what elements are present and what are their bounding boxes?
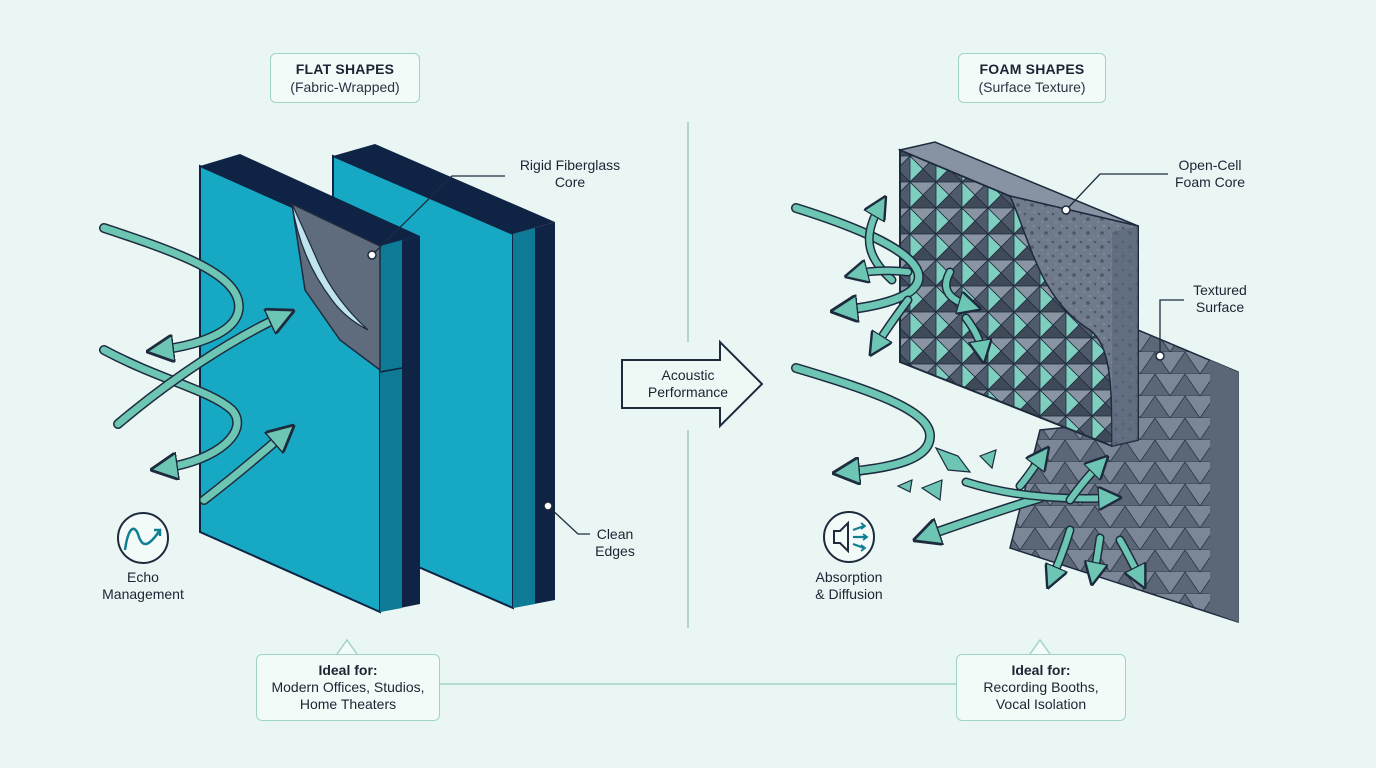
acoustic-performance-line1: Acoustic: [661, 367, 715, 383]
flat-shapes-title-line1: FLAT SHAPES: [295, 61, 395, 77]
foam-core-label: Open-Cell Foam Core: [1160, 157, 1260, 191]
fiberglass-core-line2: Core: [554, 174, 586, 190]
foam-core-line1: Open-Cell: [1178, 157, 1242, 173]
ideal-for-foam-line1: Recording Booths,: [983, 679, 1099, 695]
foam-shapes-title-line2: (Surface Texture): [978, 79, 1086, 95]
echo-icon: [117, 512, 169, 564]
fiberglass-core-line1: Rigid Fiberglass: [519, 157, 621, 173]
textured-surface-line2: Surface: [1195, 299, 1245, 315]
textured-surface-label: Textured Surface: [1180, 282, 1260, 316]
flat-shapes-title: FLAT SHAPES (Fabric-Wrapped): [270, 53, 420, 103]
flat-shapes-title-line2: (Fabric-Wrapped): [290, 79, 400, 95]
acoustic-performance-arrow: [621, 339, 764, 429]
ideal-for-flat-line1: Modern Offices, Studios,: [271, 679, 425, 695]
echo-management-line1: Echo: [127, 569, 159, 585]
echo-management-label: Echo Management: [88, 569, 198, 603]
ideal-for-foam-line2: Vocal Isolation: [995, 696, 1087, 712]
clean-edges-line1: Clean: [596, 526, 634, 542]
callout-leaders-left: [367, 175, 590, 535]
acoustic-performance-label: Acoustic Performance: [628, 367, 748, 401]
absorption-diffusion-label: Absorption & Diffusion: [799, 569, 899, 603]
ideal-for-foam-box: Ideal for: Recording Booths, Vocal Isola…: [956, 654, 1126, 721]
ideal-for-flat-heading: Ideal for:: [318, 662, 378, 678]
fiberglass-core-peel: [291, 202, 381, 372]
clean-edges-line2: Edges: [595, 543, 635, 559]
acoustic-performance-line2: Performance: [647, 384, 729, 400]
ideal-for-foam-heading: Ideal for:: [1011, 662, 1071, 678]
absorption-diffusion-line1: Absorption: [815, 569, 883, 585]
foam-shapes-title: FOAM SHAPES (Surface Texture): [958, 53, 1106, 103]
pyramid-foam-panel: [897, 141, 1139, 448]
textured-surface-line1: Textured: [1193, 282, 1247, 298]
echo-management-line2: Management: [102, 586, 184, 602]
foam-shapes-title-line1: FOAM SHAPES: [979, 61, 1085, 77]
bottom-connector: [336, 638, 1051, 685]
ideal-for-flat-line2: Home Theaters: [299, 696, 397, 712]
absorption-diffusion-line2: & Diffusion: [815, 586, 883, 602]
speaker-icon: [823, 511, 875, 563]
foam-debris: [896, 446, 997, 502]
fiberglass-core-label: Rigid Fiberglass Core: [500, 157, 640, 191]
callout-leaders-right: [1061, 173, 1184, 361]
clean-edges-label: Clean Edges: [580, 526, 650, 560]
ideal-for-flat-box: Ideal for: Modern Offices, Studios, Home…: [256, 654, 440, 721]
right-sound-arrows: [791, 206, 1140, 578]
foam-core-line2: Foam Core: [1174, 174, 1246, 190]
left-sound-arrows: [99, 223, 284, 505]
